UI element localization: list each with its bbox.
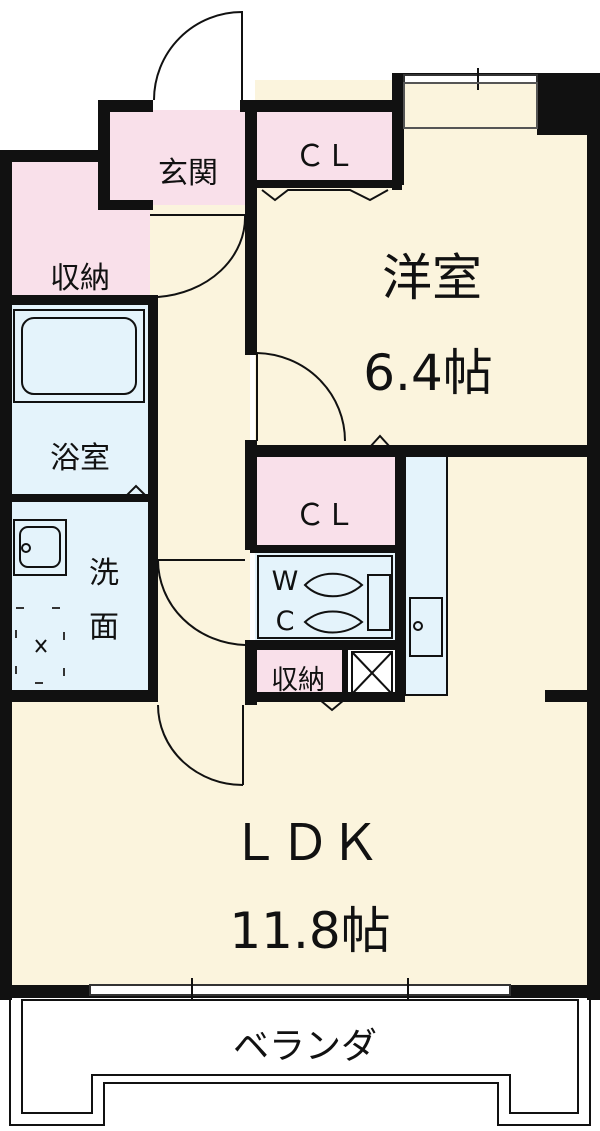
- wall-bath-bottom: [0, 494, 158, 502]
- wash-label-2: 面: [89, 610, 119, 645]
- toilet-room-frame: [257, 555, 393, 639]
- bedroom-size-label: 6.4帖: [363, 344, 493, 402]
- storage-door-swing: [150, 214, 247, 298]
- washbasin-drain: [21, 543, 31, 553]
- toilet-bowl: [303, 572, 364, 598]
- bedroom-door-swing: [256, 352, 346, 442]
- pipe-shaft: [351, 651, 393, 695]
- toilet-label-1: W: [272, 566, 299, 597]
- washbasin-inner: [19, 526, 61, 568]
- wall-ldk-top: [245, 692, 405, 702]
- bath-floor: [10, 305, 150, 495]
- wall-wc-right: [395, 445, 405, 700]
- wall-right-outer: [587, 75, 600, 1000]
- window-bedroom: [403, 74, 538, 84]
- kitchen-sink-drain: [413, 621, 423, 631]
- closet-hall-floor: [255, 455, 395, 550]
- wall-wc-bottom: [250, 640, 400, 650]
- wall-hall-right: [245, 100, 257, 355]
- veranda-inner: [21, 999, 579, 1114]
- bath-door-marks: [125, 484, 147, 497]
- wall-top-left: [0, 150, 110, 162]
- storage-small-floor: [255, 648, 345, 700]
- front-door-swing: [153, 10, 243, 101]
- wall-lower-hall-right: [245, 640, 257, 705]
- ldk-name-label: ＬＤＫ: [230, 814, 380, 872]
- kitchen-sink: [409, 597, 443, 657]
- entrance-label: 玄関: [158, 156, 218, 191]
- wall-cl-bottom: [250, 545, 400, 553]
- washbasin-outer: [13, 519, 67, 576]
- washer-pan-x2: [35, 639, 47, 653]
- veranda-label: ベランダ: [233, 1026, 377, 1067]
- bedroom-name-label: 洋室: [382, 249, 482, 307]
- closet-hall-label: ＣＬ: [295, 498, 355, 533]
- bath-label: 浴室: [50, 441, 110, 476]
- wash-label-1: 洗: [89, 556, 119, 591]
- wall-hall-right-lower: [245, 440, 257, 550]
- wash-floor: [10, 500, 150, 695]
- wall-entrance-top: [98, 100, 153, 112]
- closet-hall-door-marks: [369, 434, 391, 448]
- storage-small-door-marks: [319, 699, 345, 712]
- wall-entrance-top-right: [240, 100, 398, 112]
- bathtub-outer: [13, 309, 145, 403]
- wall-closet-bedroom-right: [392, 105, 402, 190]
- wall-entrance-bottom: [98, 200, 153, 210]
- ldk-size-label: 11.8帖: [229, 902, 390, 960]
- wall-left-outer: [0, 150, 12, 1000]
- ldk-floor: [10, 700, 590, 985]
- toilet-floor: [255, 552, 395, 642]
- wall-storage-bottom: [0, 295, 158, 305]
- wash-door-swing: [157, 559, 246, 646]
- toilet-tank: [367, 574, 391, 631]
- kitchen-counter: [404, 454, 448, 696]
- toilet-label-2: C: [276, 606, 295, 637]
- veranda-outline: [9, 996, 591, 1126]
- wall-ldk-top-left: [0, 692, 158, 702]
- wall-storage-small-right: [342, 645, 348, 700]
- hallway-floor: [150, 205, 250, 705]
- bathtub-inner: [21, 317, 137, 395]
- toilet-bowl-lower: [303, 610, 364, 634]
- bedroom-bay: [403, 82, 538, 129]
- wall-closet-bedroom-bottom: [250, 180, 400, 188]
- washer-pan: [15, 607, 65, 684]
- wall-ldk-right-stub: [545, 690, 600, 702]
- closet-bedroom-label: ＣＬ: [295, 139, 355, 174]
- ldk-door-swing: [157, 704, 244, 786]
- storage-small-label: 収納: [271, 665, 325, 696]
- wall-kitchen-top: [395, 445, 450, 457]
- wall-top-corner-column: [537, 73, 600, 135]
- closet-bedroom-floor: [255, 110, 395, 180]
- wall-entrance-left: [98, 100, 110, 208]
- storage-left-floor: [10, 160, 150, 300]
- storage-left-label: 収納: [50, 261, 110, 296]
- window-ldk: [89, 984, 511, 996]
- closet-bedroom-door-marks: [261, 189, 389, 202]
- pipe-shaft-x2: [351, 651, 393, 695]
